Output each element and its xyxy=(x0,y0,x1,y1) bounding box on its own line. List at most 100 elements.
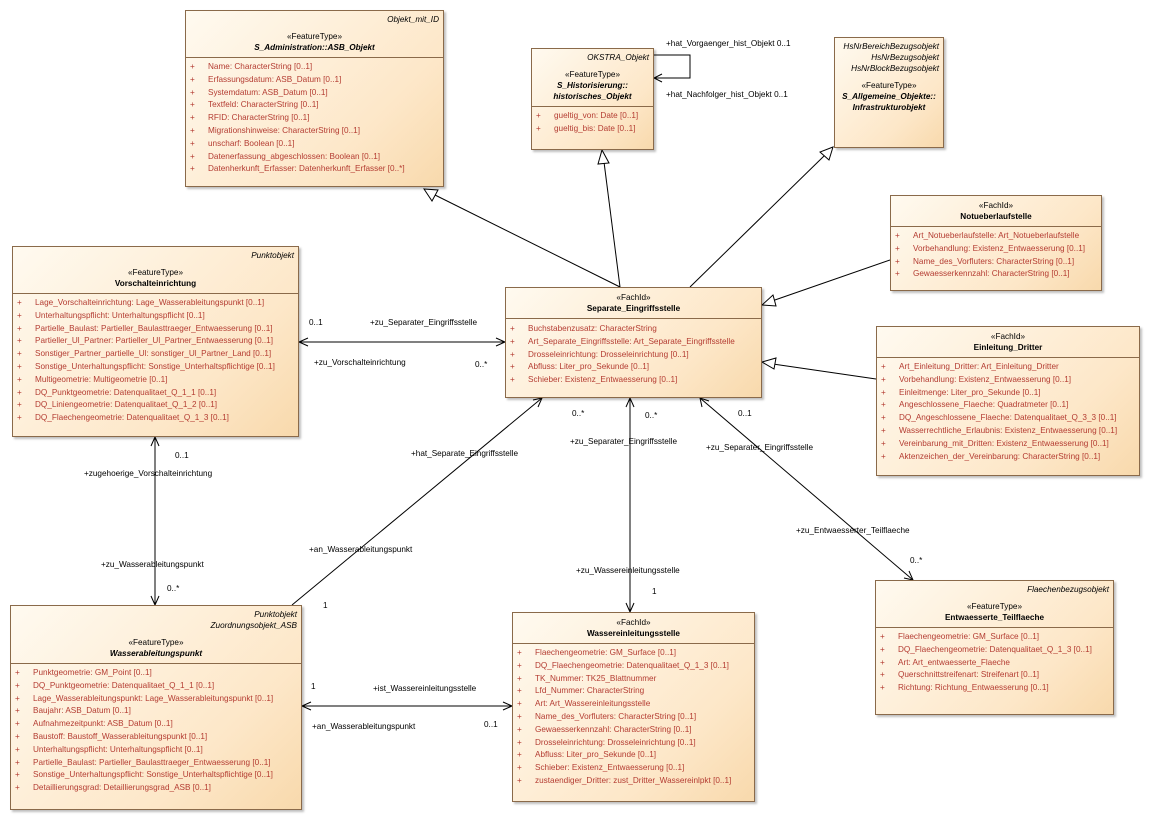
public-visibility-icon: + xyxy=(895,269,900,279)
attribute-row: +Multigeometrie: Multigeometrie [0..1] xyxy=(17,374,294,387)
attribute-row: +Unterhaltungspflicht: Unterhaltungspfli… xyxy=(15,744,297,757)
generalization-asb-objekt xyxy=(432,193,621,288)
attribute-text: unscharf: Boolean [0..1] xyxy=(208,138,295,148)
attribute-row: +Richtung: Richtung_Entwaesserung [0..1] xyxy=(880,682,1109,695)
public-visibility-icon: + xyxy=(880,670,885,680)
public-visibility-icon: + xyxy=(15,731,20,741)
class-separate-eingriffsstelle[interactable]: «FachId» Separate_Eingriffsstelle +Buchs… xyxy=(505,287,762,398)
multiplicity-label: 1 xyxy=(652,587,657,596)
multiplicity-label: 0..* xyxy=(475,360,488,369)
attribute-text: Vereinbarung_mit_Dritten: Existenz_Entwa… xyxy=(899,438,1109,448)
attribute-text: Flaechengeometrie: GM_Surface [0..1] xyxy=(898,632,1040,641)
attribute-row: +DQ_Flaechengeometrie: Datenqualitaet_Q_… xyxy=(517,660,750,673)
attribute-text: Lage_Vorschalteinrichtung: Lage_Wasserab… xyxy=(35,298,265,307)
attribute-text: Partieller_Ul_Partner: Partieller_Ul_Par… xyxy=(35,336,274,346)
attribute-list: +Flaechengeometrie: GM_Surface [0..1]+DQ… xyxy=(876,627,1113,697)
class-infrastrukturobjekt[interactable]: HsNrBereichBezugsobjekt HsNrBezugsobjekt… xyxy=(834,37,944,148)
attribute-row: +Detaillierungsgrad: Detaillierungsgrad_… xyxy=(15,782,297,795)
attribute-row: +DQ_Punktgeometrie: Datenqualitaet_Q_1_1… xyxy=(15,680,297,693)
attribute-row: +Aktenzeichen_der_Vereinbarung: Characte… xyxy=(881,451,1135,464)
attribute-text: Vorbehandlung: Existenz_Entwaesserung [0… xyxy=(899,374,1072,384)
attribute-text: Angeschlossene_Flaeche: Quadratmeter [0.… xyxy=(899,400,1069,410)
attribute-row: +Vereinbarung_mit_Dritten: Existenz_Entw… xyxy=(881,438,1135,451)
class-einleitung-dritter[interactable]: «FachId» Einleitung_Dritter +Art_Einleit… xyxy=(876,326,1140,476)
attribute-row: +Abfluss: Liter_pro_Sekunde [0..1] xyxy=(517,749,750,762)
attribute-row: + Datenherkunft_Erfasser: Datenherkunft_E… xyxy=(190,163,439,176)
multiplicity-label: 1 xyxy=(311,682,316,691)
public-visibility-icon: + xyxy=(510,375,515,385)
class-notueberlaufstelle[interactable]: «FachId» Notueberlaufstelle +Art_Notuebe… xyxy=(890,195,1102,291)
public-visibility-icon: + xyxy=(17,323,22,333)
role-label: +zu_Separater_Eingriffsstelle xyxy=(570,437,678,446)
public-visibility-icon: + xyxy=(190,74,195,84)
attribute-text: Art_Einleitung_Dritter: Art_Einleitung_D… xyxy=(899,362,1059,371)
role-label: +zu_Entwaesserter_Teilflaeche xyxy=(796,526,910,535)
public-visibility-icon: + xyxy=(190,62,195,71)
public-visibility-icon: + xyxy=(510,324,515,333)
class-wasserableitungspunkt[interactable]: Punktobjekt Zuordnungsobjekt_ASB «Featur… xyxy=(10,605,302,810)
attribute-row: +Art: Art_Wassereinleitungsstelle xyxy=(517,698,750,711)
role-label: +zu_Wassereinleitungsstelle xyxy=(576,566,680,575)
parent-class-label: Flaechenbezugsobjekt xyxy=(1027,585,1109,594)
attribute-row: +Partielle_Baulast: Partieller_Baulasttr… xyxy=(15,757,297,770)
attribute-row: +Drosseleinrichtung: Drosseleinrichtung … xyxy=(510,349,757,362)
parent-class-label: HsNrBereichBezugsobjekt xyxy=(843,42,939,51)
attribute-text: Datenherkunft_Erfasser: Datenherkunft_Er… xyxy=(208,164,405,174)
attribute-text: Art: Art_entwaesserte_Flaeche xyxy=(898,657,1010,667)
attribute-text: Name_des_Vorfluters: CharacterString [0.… xyxy=(535,711,697,721)
attribute-row: +DQ_Punktgeometrie: Datenqualitaet_Q_1_1… xyxy=(17,387,294,400)
public-visibility-icon: + xyxy=(15,706,20,716)
public-visibility-icon: + xyxy=(190,87,195,97)
attribute-row: +gueltig_von: Date [0..1] xyxy=(536,110,649,123)
class-vorschalteinrichtung[interactable]: Punktobjekt «FeatureType» Vorschalteinri… xyxy=(12,246,299,437)
attribute-list: +Name: CharacterString [0..1]+Erfassungs… xyxy=(186,57,443,178)
class-name: Wassereinleitungsstelle xyxy=(587,629,680,638)
class-wassereinleitungsstelle[interactable]: «FachId» Wassereinleitungsstelle +Flaech… xyxy=(512,612,755,802)
attribute-list: +gueltig_von: Date [0..1]+gueltig_bis: D… xyxy=(532,106,653,138)
attribute-row: +zustaendiger_Dritter: zust_Dritter_Wass… xyxy=(517,775,750,788)
attribute-text: Datenerfassung_abgeschlossen: Boolean [0… xyxy=(208,151,381,161)
attribute-list: +Punktgeometrie: GM_Point [0..1]+DQ_Punk… xyxy=(11,663,301,797)
attribute-text: DQ_Flaechengeometrie: Datenqualitaet_Q_1… xyxy=(35,413,229,423)
attribute-row: +Sonstiger_Partner_partielle_Ul: sonstig… xyxy=(17,348,294,361)
class-name: Entwaesserte_Teilflaeche xyxy=(944,613,1045,622)
class-entwaesserte-teilflaeche[interactable]: Flaechenbezugsobjekt «FeatureType» Entwa… xyxy=(875,580,1114,715)
attribute-text: DQ_Punktgeometrie: Datenqualitaet_Q_1_1 … xyxy=(35,387,217,397)
class-historisches-objekt[interactable]: OKSTRA_Objekt «FeatureType» S_Historisie… xyxy=(531,48,654,150)
class-name: Wasserableitungspunkt xyxy=(109,649,203,658)
role-label: +hat_Nachfolger_hist_Objekt 0..1 xyxy=(666,90,788,99)
attribute-text: Baustoff: Baustoff_Wasserableitungspunkt… xyxy=(33,731,208,741)
attribute-text: Querschnittstreifenart: Streifenart [0..… xyxy=(898,670,1040,680)
parent-class-label: HsNrBlockBezugsobjekt xyxy=(851,64,939,73)
attribute-text: Drosseleinrichtung: Drosseleinrichtung [… xyxy=(528,349,689,359)
attribute-text: Abfluss: Liter_pro_Sekunde [0..1] xyxy=(535,750,657,760)
attribute-row: +Name_des_Vorfluters: CharacterString [0… xyxy=(517,711,750,724)
public-visibility-icon: + xyxy=(510,336,515,346)
public-visibility-icon: + xyxy=(517,660,522,670)
class-asb-objekt[interactable]: Objekt_mit_ID «FeatureType» S_Administra… xyxy=(185,10,444,187)
public-visibility-icon: + xyxy=(190,164,195,174)
stereotype: «FachId» xyxy=(990,332,1026,341)
public-visibility-icon: + xyxy=(17,310,22,320)
attribute-list: + Art_Einleitung_Dritter: Art_Einleitung_… xyxy=(877,357,1139,465)
stereotype: «FachId» xyxy=(978,201,1014,210)
attribute-row: +Schieber: Existenz_Entwaesserung [0..1] xyxy=(510,374,757,387)
stereotype: «FeatureType» xyxy=(128,638,184,647)
public-visibility-icon: + xyxy=(881,451,886,461)
attribute-text: Flaechengeometrie: GM_Surface [0..1] xyxy=(535,648,677,657)
public-visibility-icon: + xyxy=(880,632,885,641)
public-visibility-icon: + xyxy=(15,680,20,690)
multiplicity-label: 1 xyxy=(323,601,328,610)
attribute-list: + Flaechengeometrie: GM_Surface [0..1] +DQ… xyxy=(513,643,754,790)
attribute-text: Sonstige_Unterhaltungspflicht: Sonstige_… xyxy=(33,770,273,780)
class-name: S_Historisierung:: historisches_Objekt xyxy=(553,81,632,101)
attribute-row: +Datenerfassung_abgeschlossen: Boolean [… xyxy=(190,151,439,164)
generalization-infrastrukturobjekt xyxy=(689,155,825,288)
multiplicity-label: 0..1 xyxy=(484,720,498,729)
public-visibility-icon: + xyxy=(895,256,900,266)
parent-class-label: HsNrBezugsobjekt xyxy=(871,53,939,62)
attribute-row: +RFID: CharacterString [0..1] xyxy=(190,112,439,125)
public-visibility-icon: + xyxy=(17,400,22,410)
public-visibility-icon: + xyxy=(17,336,22,346)
attribute-list: +Buchstabenzusatz: CharacterString+Art_S… xyxy=(506,318,761,389)
